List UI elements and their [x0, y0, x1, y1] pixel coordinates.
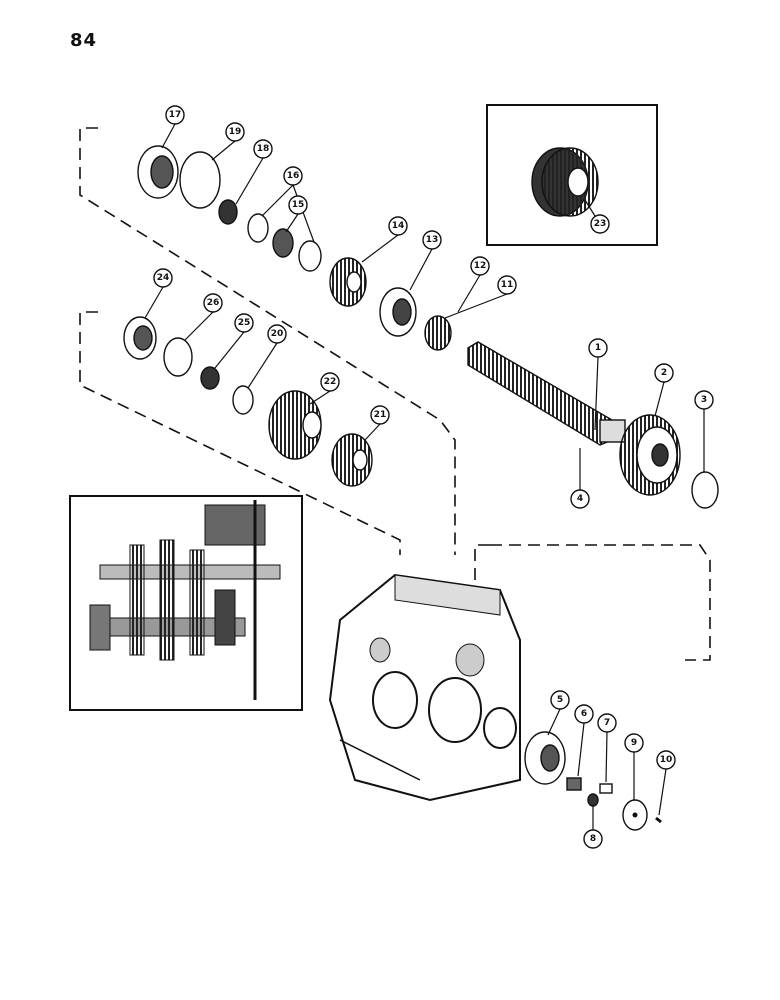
- callout-24: 24: [153, 268, 173, 288]
- part-2-gear: [619, 414, 681, 496]
- svg-text:2: 2: [661, 368, 667, 378]
- callout-19: 19: [225, 122, 245, 142]
- part-10-pin: [655, 816, 662, 824]
- part-3-washer: [691, 471, 719, 509]
- svg-text:4: 4: [577, 494, 583, 504]
- part-22-gear: [268, 390, 322, 460]
- svg-text:10: 10: [660, 755, 673, 765]
- part-11-gear: [424, 315, 452, 351]
- part-5-bearing: [524, 731, 566, 785]
- svg-text:26: 26: [207, 298, 220, 308]
- part-13-collar: [379, 287, 417, 337]
- callout-14: 14: [388, 216, 408, 236]
- callout-4: 4: [570, 489, 590, 509]
- part-16-washer-a: [247, 213, 269, 243]
- svg-text:25: 25: [238, 318, 251, 328]
- lower-shaft-parts: [123, 316, 373, 487]
- part-18-bushing: [218, 199, 238, 225]
- callout-17: 17: [165, 105, 185, 125]
- callout-23: 23: [590, 214, 610, 234]
- leader-lines: [144, 123, 705, 830]
- page-number: 84: [70, 30, 98, 51]
- svg-text:16: 16: [287, 171, 300, 181]
- part-15-bearing: [272, 228, 294, 258]
- callout-7: 7: [597, 713, 617, 733]
- part-1-mainshaft: [467, 341, 626, 446]
- svg-text:21: 21: [374, 410, 387, 420]
- svg-text:19: 19: [229, 127, 242, 137]
- svg-text:17: 17: [169, 110, 182, 120]
- callout-2: 2: [654, 363, 674, 383]
- assembly-guide-lines: [79, 127, 711, 661]
- callout-12: 12: [470, 256, 490, 276]
- callout-15: 15: [288, 195, 308, 215]
- inset-cross-section: [69, 495, 303, 711]
- part-25-bushing: [200, 366, 220, 390]
- svg-text:7: 7: [604, 718, 610, 728]
- svg-text:18: 18: [257, 144, 270, 154]
- svg-text:5: 5: [557, 695, 563, 705]
- hardware-parts: [524, 731, 662, 831]
- callout-8: 8: [583, 829, 603, 849]
- svg-text:11: 11: [501, 280, 514, 290]
- svg-text:1: 1: [595, 343, 601, 353]
- callout-9: 9: [624, 733, 644, 753]
- svg-text:14: 14: [392, 221, 405, 231]
- callout-20: 20: [267, 324, 287, 344]
- callout-10: 10: [656, 750, 676, 770]
- svg-text:15: 15: [292, 200, 305, 210]
- part-16-washer-b: [298, 240, 322, 272]
- callout-21: 21: [370, 405, 390, 425]
- svg-text:13: 13: [426, 235, 439, 245]
- transmission-housing: [328, 573, 521, 802]
- callout-1: 1: [588, 338, 608, 358]
- inset-gear-23: [486, 104, 658, 246]
- callout-22: 22: [320, 372, 340, 392]
- callout-3: 3: [694, 390, 714, 410]
- part-6-plate: [566, 777, 582, 791]
- callout-16: 16: [283, 166, 303, 186]
- svg-text:8: 8: [590, 834, 596, 844]
- upper-shaft-parts: [137, 145, 452, 351]
- part-17-bearing: [137, 145, 179, 199]
- svg-text:20: 20: [271, 329, 284, 339]
- svg-text:24: 24: [157, 273, 170, 283]
- part-7-bolt: [599, 783, 613, 794]
- callout-5: 5: [550, 690, 570, 710]
- part-26-ring: [163, 337, 193, 377]
- callout-18: 18: [253, 139, 273, 159]
- part-20-washer: [232, 385, 254, 415]
- svg-text:23: 23: [594, 219, 607, 229]
- part-24-bearing: [123, 316, 157, 360]
- callout-13: 13: [422, 230, 442, 250]
- part-9-cap: [622, 799, 648, 831]
- part-21-gear: [331, 433, 373, 487]
- svg-text:3: 3: [701, 395, 707, 405]
- part-14-gear: [329, 257, 367, 307]
- part-19-ring: [179, 151, 221, 209]
- part-8-washer: [587, 793, 599, 807]
- callout-11: 11: [497, 275, 517, 295]
- svg-text:22: 22: [324, 377, 337, 387]
- callout-6: 6: [574, 704, 594, 724]
- callout-26: 26: [203, 293, 223, 313]
- svg-text:6: 6: [581, 709, 587, 719]
- callout-25: 25: [234, 313, 254, 333]
- svg-text:9: 9: [631, 738, 637, 748]
- svg-text:12: 12: [474, 261, 487, 271]
